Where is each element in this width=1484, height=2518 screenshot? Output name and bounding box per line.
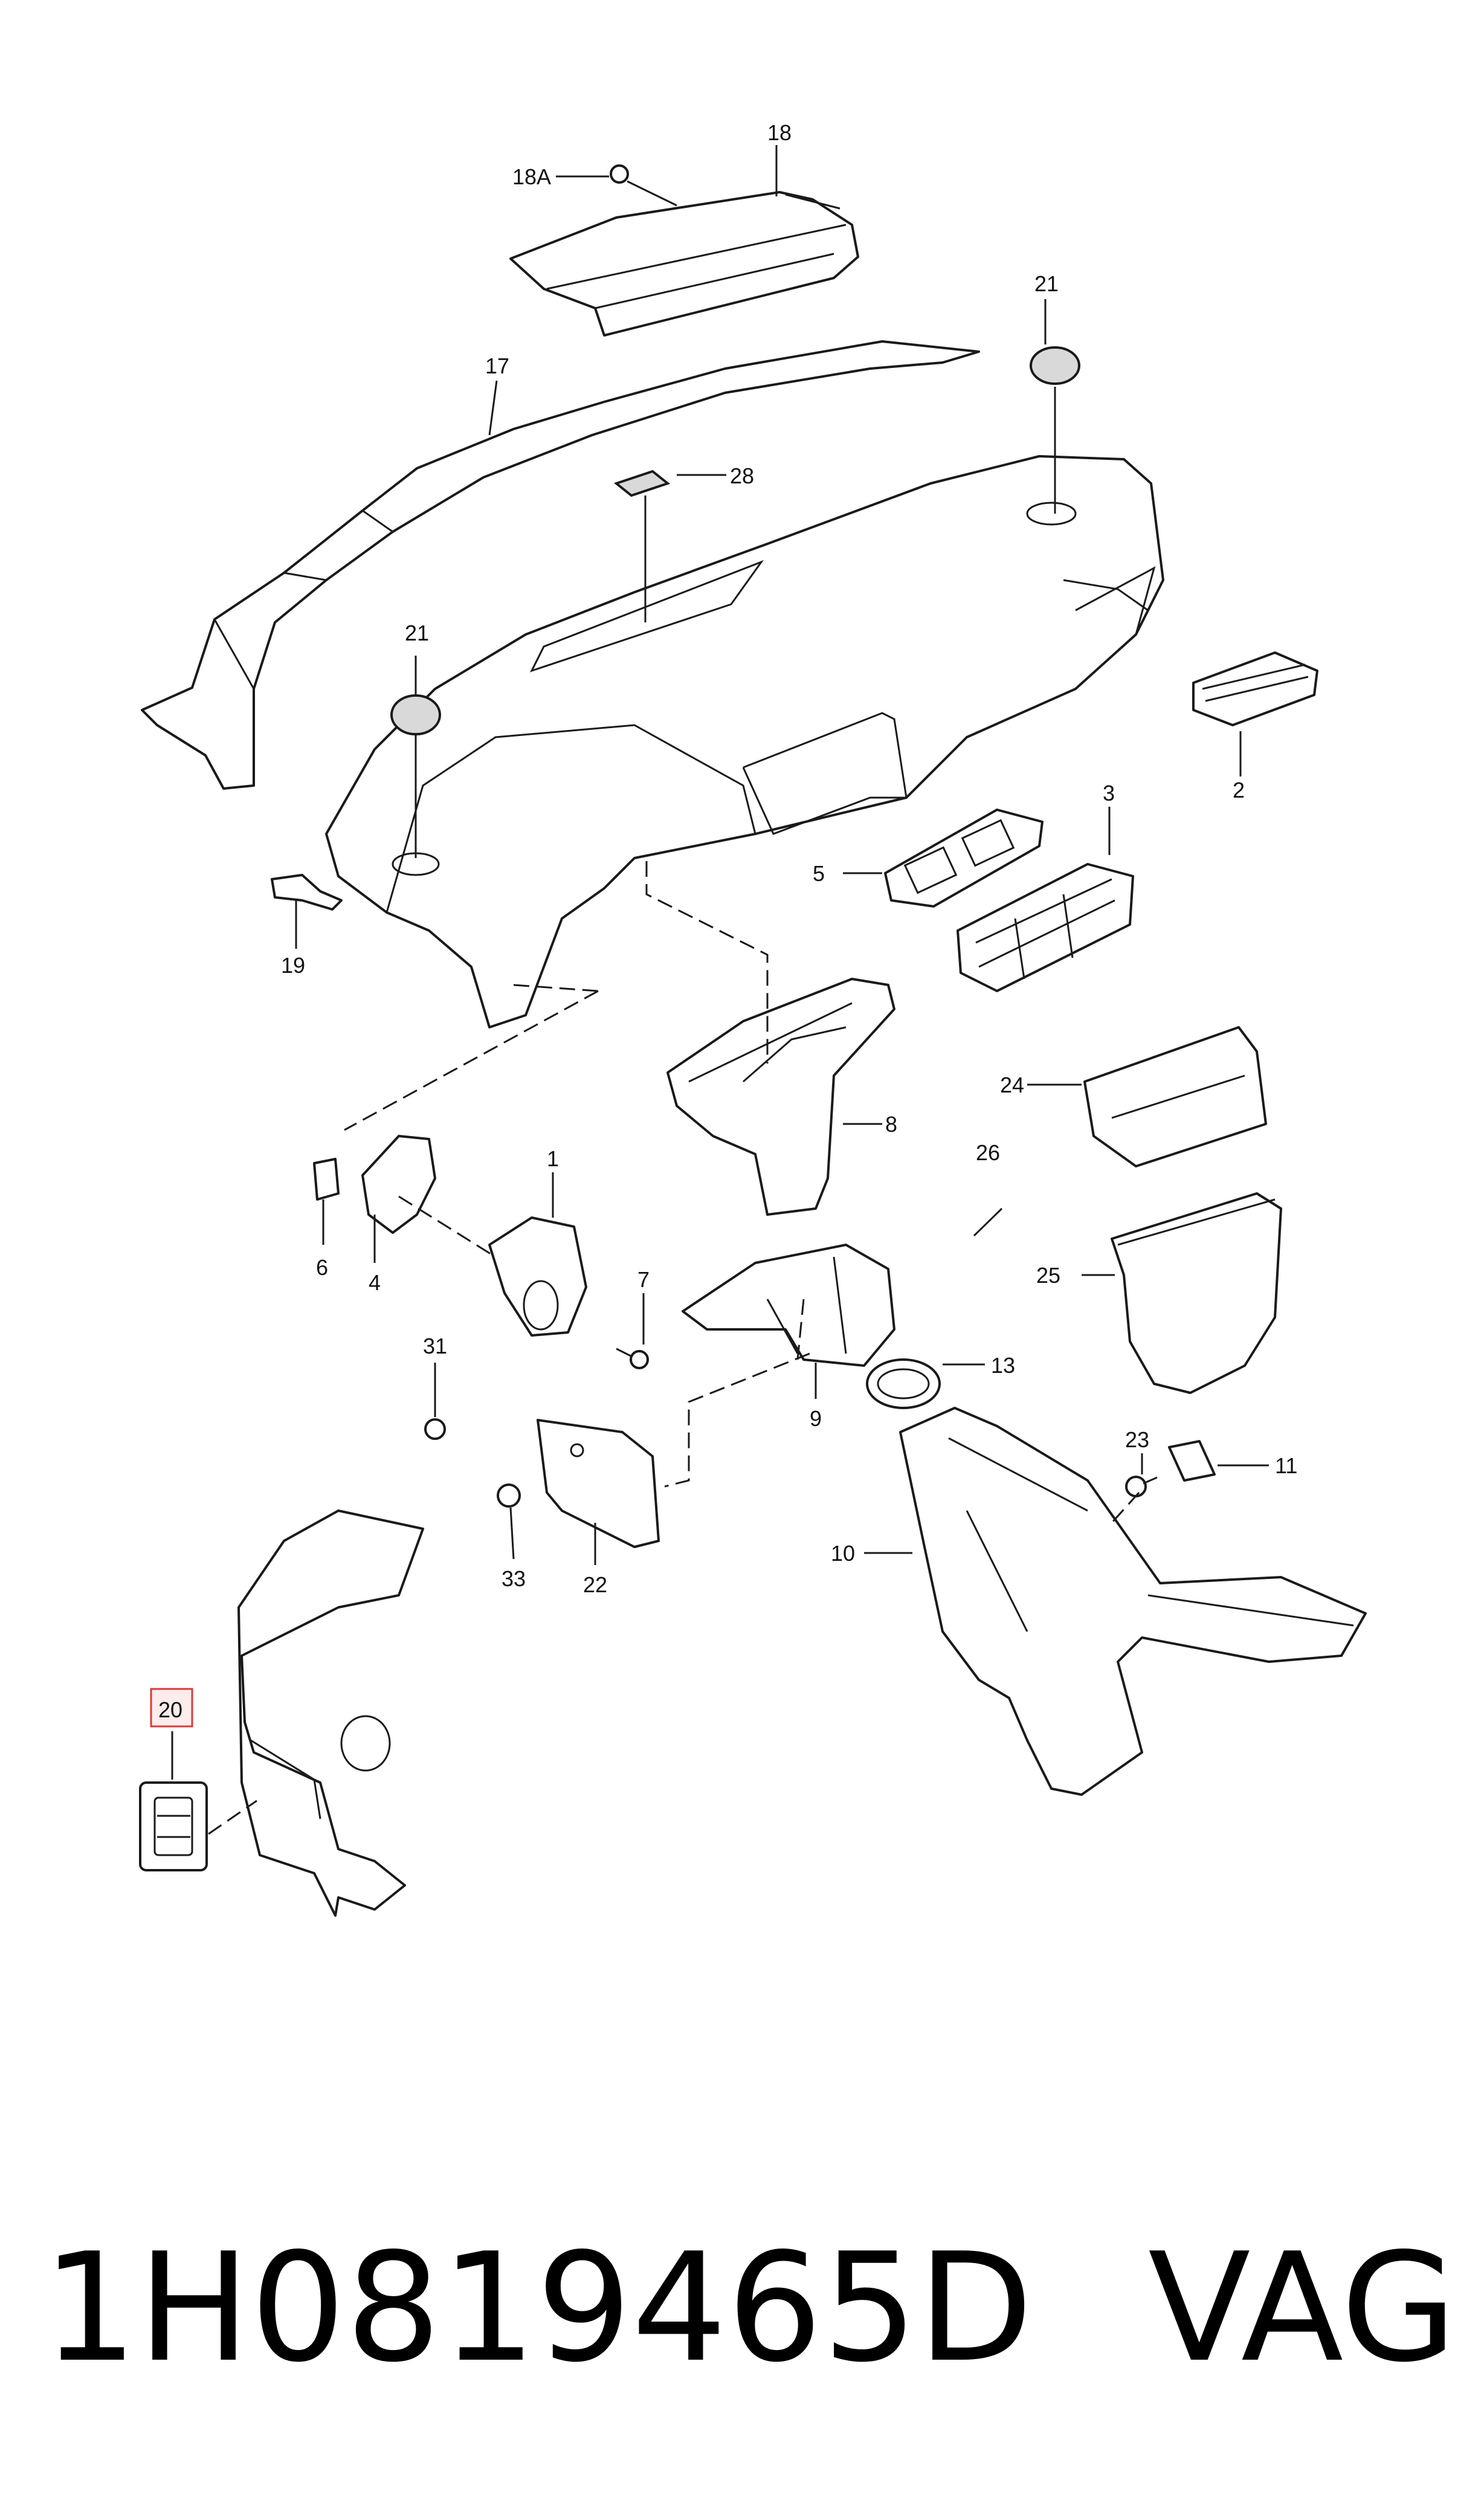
part-22-bracket <box>537 1419 660 1548</box>
brand-text: VAG <box>1148 2221 1457 2395</box>
part-20-vent-grille <box>139 1781 208 1871</box>
callout-22: 22 <box>583 1572 607 1597</box>
part-2-side-vent <box>1192 651 1318 726</box>
callout-21-upper: 21 <box>1034 271 1059 296</box>
callout-18: 18 <box>767 120 792 145</box>
callout-19: 19 <box>281 953 305 978</box>
callout-25: 25 <box>1036 1263 1060 1288</box>
callout-18a: 18A <box>512 164 551 189</box>
part-5-center-vent <box>884 809 1044 908</box>
callout-labels: 18 18A 17 21 21 28 2 3 5 19 8 24 26 1 6 … <box>150 120 1297 1728</box>
part-18-trim-panel <box>509 191 859 337</box>
part-3-vent-housing <box>957 863 1134 992</box>
part-number-text: 1H0819465D <box>42 2221 1033 2395</box>
part-18a-screw <box>610 164 677 207</box>
part-8-distributor <box>666 978 895 1216</box>
callout-6: 6 <box>316 1255 328 1280</box>
part-13-seal-ring <box>866 1358 941 1409</box>
part-31-screw <box>424 1418 446 1440</box>
callout-13: 13 <box>991 1353 1015 1378</box>
callout-17: 17 <box>485 353 509 378</box>
part-24-upper-vent <box>1083 1026 1267 1167</box>
callout-7: 7 <box>637 1267 650 1292</box>
callout-28: 28 <box>730 463 754 488</box>
part-19-bracket <box>271 874 343 911</box>
part-9-center-duct <box>682 1244 895 1367</box>
callout-21-lower: 21 <box>405 621 429 645</box>
callout-20: 20 <box>158 1697 182 1722</box>
part-23-screw <box>1125 1476 1158 1497</box>
callout-11: 11 <box>1275 1453 1297 1478</box>
leader-lines <box>171 145 1269 1780</box>
callout-4: 4 <box>369 1270 381 1295</box>
part-17-defroster-strip <box>141 340 980 790</box>
lower-dashboard-section <box>237 1509 424 1917</box>
assembly-guide-lines <box>208 861 1140 1835</box>
caption: 1H0819465D VAG <box>42 2230 1468 2387</box>
part-21-cap-lower <box>390 694 441 858</box>
callout-1: 1 <box>547 1146 559 1171</box>
callout-23: 23 <box>1125 1427 1149 1452</box>
exploded-parts-diagram: 18 18A 17 21 21 28 2 3 5 19 8 24 26 1 6 … <box>139 120 1367 1917</box>
callout-8: 8 <box>885 1112 897 1137</box>
callout-24: 24 <box>1000 1073 1024 1097</box>
callout-3: 3 <box>1103 781 1115 805</box>
part-11-clip <box>1168 1440 1216 1482</box>
callout-9: 9 <box>810 1406 822 1431</box>
callout-2: 2 <box>1233 778 1245 802</box>
callout-20-highlight-box <box>150 1688 193 1728</box>
part-7-screw <box>616 1348 649 1369</box>
part-10-lower-duct <box>899 1407 1367 1796</box>
part-33-clip <box>497 1483 521 1508</box>
part-26-pin <box>973 1207 1003 1237</box>
callout-31: 31 <box>423 1334 447 1358</box>
part-25-lower-duct <box>1111 1192 1282 1394</box>
callout-26: 26 <box>976 1140 1000 1165</box>
callout-5: 5 <box>813 861 825 886</box>
part-21-cap-upper <box>1030 346 1080 514</box>
part-6-clip <box>313 1158 340 1201</box>
part-28-pad <box>613 470 671 622</box>
part-1-vent <box>488 1216 587 1337</box>
dashboard-body <box>325 455 1164 1028</box>
callout-33: 33 <box>502 1566 526 1591</box>
callout-10: 10 <box>831 1541 855 1566</box>
part-4-duct <box>361 1135 436 1234</box>
